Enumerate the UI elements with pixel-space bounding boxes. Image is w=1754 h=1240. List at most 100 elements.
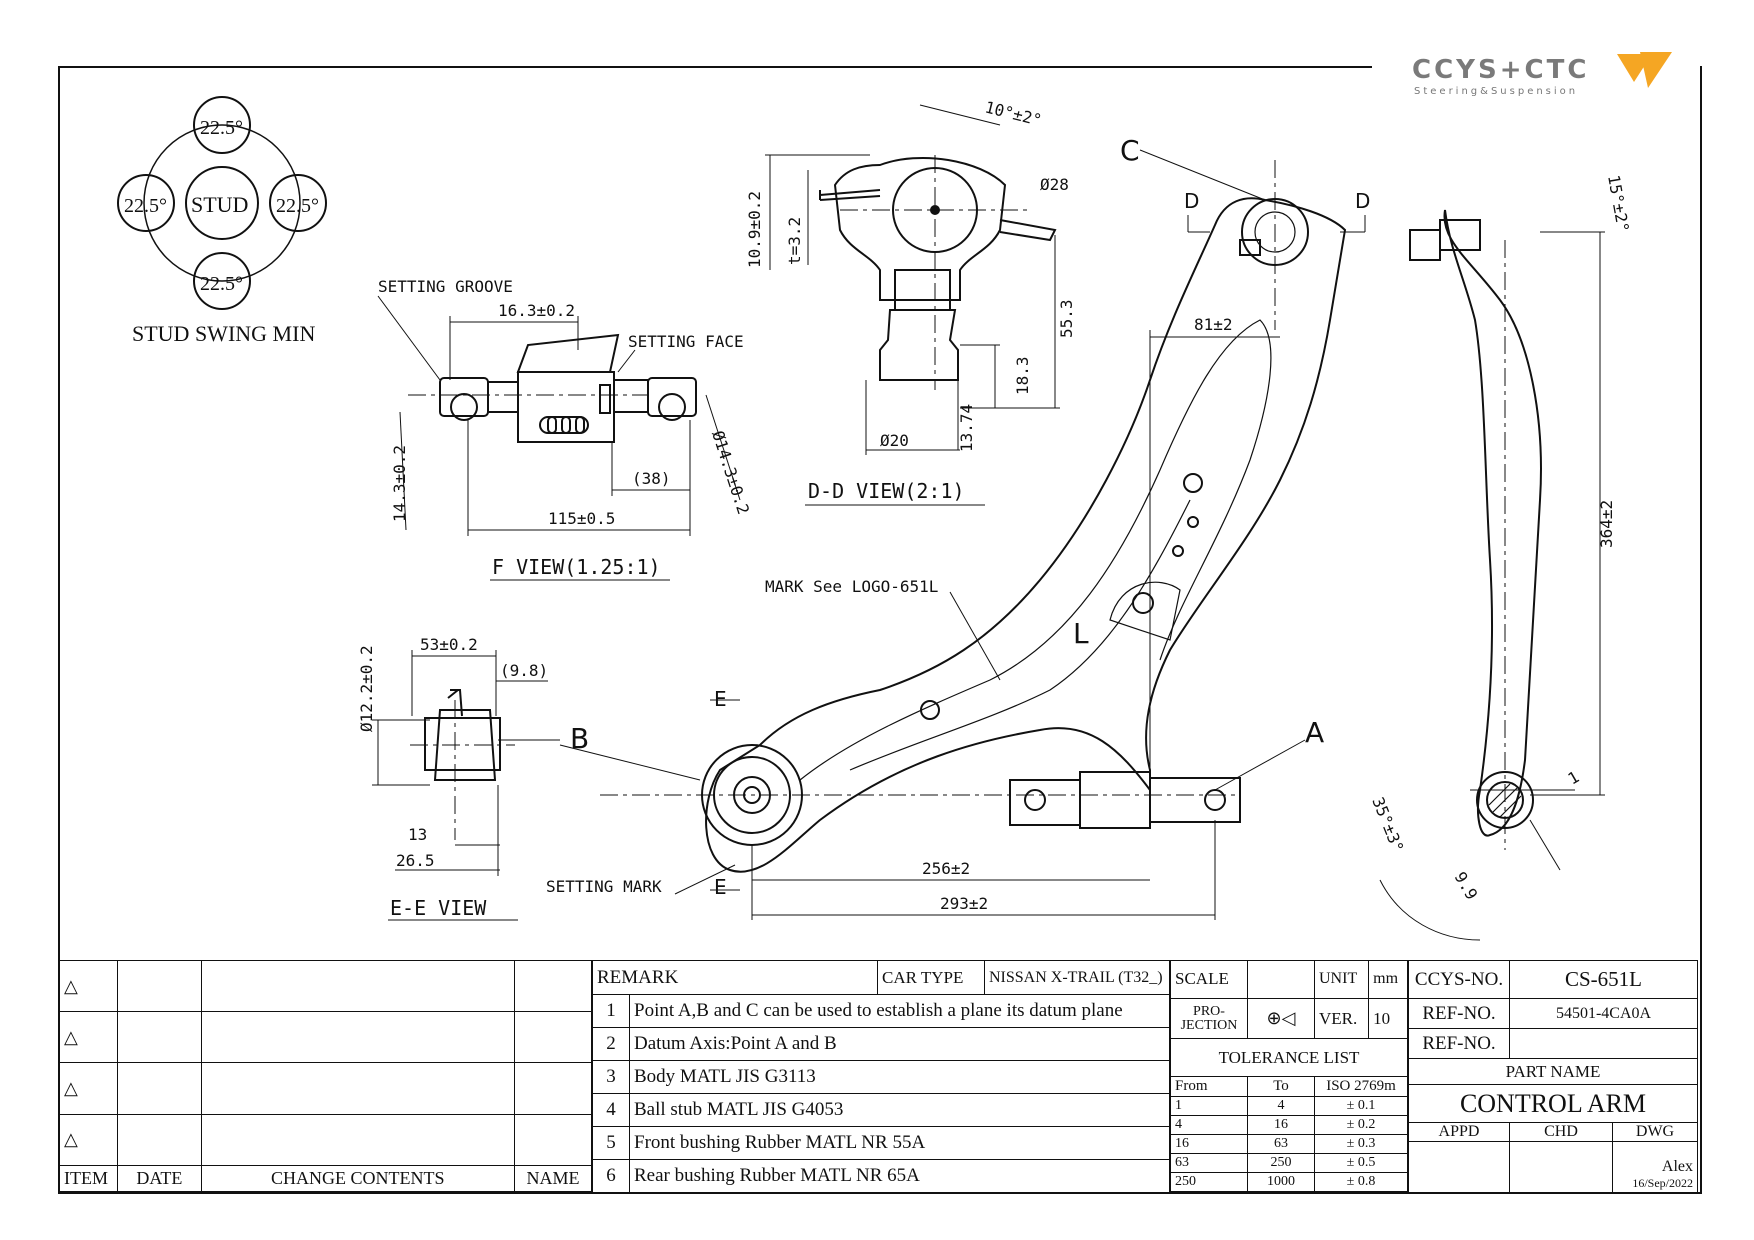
scale-value [1247, 960, 1315, 999]
remark-no: 2 [592, 1027, 630, 1061]
logo-swoosh-icon [1617, 52, 1672, 88]
f-dim-16-3: 16.3±0.2 [498, 301, 575, 320]
ver-label: VER. [1313, 997, 1370, 1040]
angle-right: 22.5° [276, 195, 319, 217]
angle-left: 22.5° [124, 195, 167, 217]
dd-dim-dia28: Ø28 [1040, 175, 1069, 194]
remark-text: Datum Axis:Point A and B [629, 1027, 1170, 1061]
tol-value: ± 0.8 [1314, 1172, 1408, 1192]
drawer-name: Alex [1661, 1158, 1693, 1175]
dd-view [819, 155, 1057, 390]
part-info-table: CCYS-NO. CS-651L REF-NO. 54501-4CA0A REF… [1408, 960, 1698, 1194]
rev-date-header: DATE [117, 1164, 202, 1193]
tol-to: 1000 [1247, 1172, 1315, 1192]
dd-dim-t: t=3.2 [785, 217, 804, 265]
dd-dim-18-3: 18.3 [1013, 356, 1032, 395]
sheet-border [58, 66, 1702, 1194]
tol-header-to: To [1247, 1076, 1315, 1098]
ee-dim-13: 13 [408, 825, 427, 844]
f-dim-115: 115±0.5 [548, 509, 615, 528]
angle-bottom: 22.5° [200, 273, 243, 295]
car-type-value: NISSAN X-TRAIL (T32_) [984, 960, 1170, 995]
remark-text: Front bushing Rubber MATL NR 55A [629, 1126, 1170, 1160]
label-l: L [1073, 617, 1089, 650]
ee-view-dims [372, 650, 560, 921]
ref-no-value: 54501-4CA0A [1509, 998, 1698, 1029]
remark-no: 1 [592, 994, 630, 1028]
tol-to: 16 [1247, 1115, 1315, 1136]
ccys-no-value: CS-651L [1509, 960, 1698, 999]
label-d-left: D [1184, 189, 1199, 213]
ref-no-label-2: REF-NO. [1408, 1028, 1510, 1059]
dd-view-dims [765, 104, 1060, 506]
company-logo: CCYS+CTC Steering&Suspension [1412, 48, 1697, 102]
ref-no-value-2 [1509, 1028, 1698, 1059]
main-dim-81: 81±2 [1194, 315, 1233, 334]
logo-brand: CCYS+CTC [1412, 55, 1589, 85]
tol-to: 4 [1247, 1096, 1315, 1117]
appd-label: APPD [1408, 1122, 1510, 1142]
ee-view [410, 689, 515, 840]
f-dim-14-3: 14.3±0.2 [390, 445, 409, 522]
label-b: B [570, 722, 589, 755]
main-view-dims [559, 149, 1366, 920]
dd-dim-angle: 10°±2° [983, 97, 1044, 129]
remark-title: REMARK [592, 960, 878, 995]
tol-from: 4 [1170, 1115, 1248, 1136]
tol-value: ± 0.3 [1314, 1134, 1408, 1155]
remark-no: 6 [592, 1159, 630, 1193]
ee-view-title: E-E VIEW [390, 896, 487, 920]
side-dim-35: 35°±3° [1368, 794, 1407, 855]
side-dim-1: 1 [1565, 767, 1583, 788]
projection-label: PRO-JECTION [1170, 997, 1248, 1040]
label-a: A [1305, 716, 1324, 749]
f-view [408, 333, 697, 443]
ccys-no-label: CCYS-NO. [1408, 960, 1510, 999]
ee-dim-53: 53±0.2 [420, 635, 478, 654]
dd-dim-10-9: 10.9±0.2 [745, 191, 764, 268]
side-dim-9-9: 9.9 [1451, 869, 1482, 904]
side-view [1409, 209, 1542, 850]
tol-header-from: From [1170, 1076, 1248, 1098]
rev-item-header: ITEM [58, 1164, 119, 1193]
revision-table: △ △ △ △ ITEM DATE CHANGE CONTENTS NAME [58, 959, 593, 1193]
stud-swing-view [117, 96, 327, 310]
scale-label: SCALE [1170, 960, 1248, 999]
side-dim-364: 364±2 [1597, 500, 1616, 548]
f-view-dims [377, 295, 741, 581]
tol-from: 250 [1170, 1172, 1248, 1192]
ref-no-label: REF-NO. [1408, 998, 1510, 1029]
stud-swing-title: STUD SWING MIN [132, 321, 315, 346]
unit-label: UNIT [1313, 960, 1370, 999]
tol-value: ± 0.2 [1314, 1115, 1408, 1136]
tol-from: 16 [1170, 1134, 1248, 1155]
f-view-title: F VIEW(1.25:1) [492, 555, 661, 579]
tol-from: 63 [1170, 1153, 1248, 1173]
chd-label: CHD [1509, 1122, 1613, 1142]
dwg-label: DWG [1612, 1122, 1698, 1142]
remark-text: Ball stub MATL JIS G4053 [629, 1093, 1170, 1127]
tol-value: ± 0.5 [1314, 1153, 1408, 1173]
ver-value: 10 [1368, 997, 1408, 1040]
ee-dim-26-5: 26.5 [396, 851, 435, 870]
dd-view-title: D-D VIEW(2:1) [808, 479, 965, 503]
remark-no: 3 [592, 1060, 630, 1094]
unit-value: mm [1368, 960, 1408, 999]
label-c: C [1120, 134, 1140, 167]
f-dim-dia14: Ø14.3±0.2 [708, 428, 753, 516]
logo-tagline: Steering&Suspension [1414, 86, 1578, 97]
label-e-bottom: E [714, 875, 727, 899]
dd-dim-55-3: 55.3 [1057, 299, 1076, 338]
label-d-right: D [1355, 189, 1370, 213]
remark-text: Rear bushing Rubber MATL NR 65A [629, 1159, 1170, 1193]
dd-dim-13-74: 13.74 [957, 404, 976, 452]
part-name-value: CONTROL ARM [1408, 1084, 1698, 1123]
f-dim-38: (38) [632, 469, 671, 488]
angle-top: 22.5° [200, 117, 243, 139]
tol-to: 250 [1247, 1153, 1315, 1173]
label-e-top: E [714, 687, 727, 711]
spec-table: SCALE UNIT mm PRO-JECTION ⊕◁ VER. 10 TOL… [1170, 960, 1408, 1192]
dd-dim-dia20: Ø20 [880, 431, 909, 450]
drawing-date: 16/Sep/2022 [1632, 1176, 1693, 1190]
